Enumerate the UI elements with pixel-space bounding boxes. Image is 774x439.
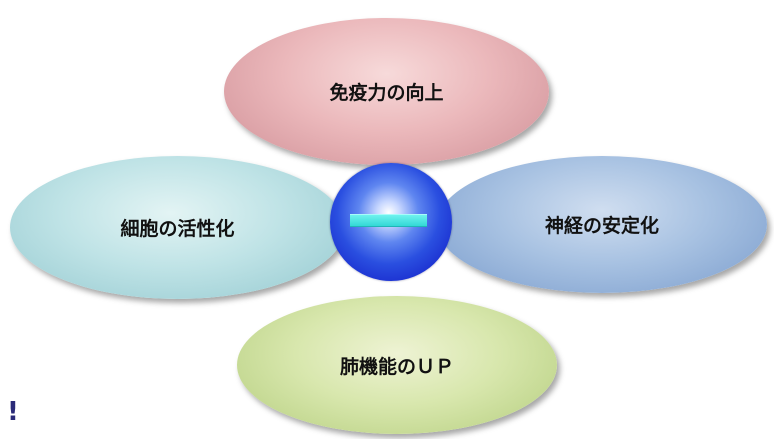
node-nerve-stabilization-label: 神経の安定化 [544,215,659,237]
minus-icon [350,214,427,227]
node-cell-activation: 細胞の活性化 [10,156,345,299]
node-cell-activation-label: 細胞の活性化 [120,218,235,240]
node-immunity: 免疫力の向上 [224,18,549,165]
node-nerve-stabilization: 神経の安定化 [437,156,767,293]
exclamation-mark: ! [7,397,19,427]
node-lung-function: 肺機能のＵＰ [237,296,557,434]
node-lung-function-label: 肺機能のＵＰ [339,355,454,378]
node-immunity-label: 免疫力の向上 [329,82,444,104]
